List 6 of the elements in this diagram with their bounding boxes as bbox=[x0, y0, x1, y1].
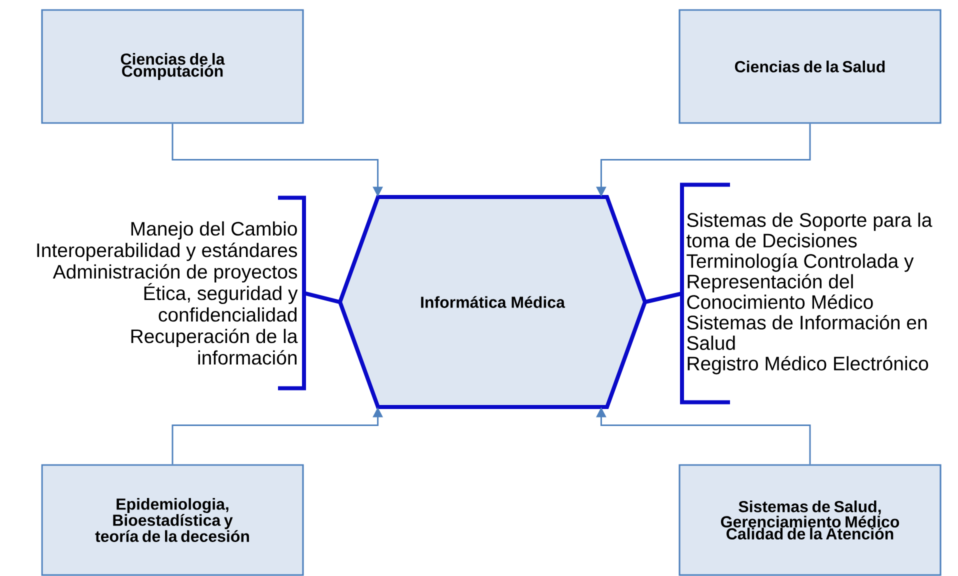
box: Sistemas de Salud, Gerenciamiento Médico Calidad de la Atención bbox=[678, 464, 942, 576]
box: Ciencias de la Computación bbox=[41, 9, 304, 124]
bracketed-list: Sistemas de Soporte para la toma de Decisiones Terminología Controlada y Representación del Conocimiento Médico Sistemas de Información en Salud Registro Médico Electrónico bbox=[680, 182, 932, 404]
box: Ciencias de la Salud bbox=[678, 9, 942, 124]
box: Epidemiologia, Bioestadística y teoría de la decesión bbox=[41, 464, 304, 576]
bracketed-list: Manejo del Cambio Interoperabilidad y estándares Administración de proyectos Ética, seguridad y confidencialidad Recuperación de la información bbox=[37, 196, 306, 390]
